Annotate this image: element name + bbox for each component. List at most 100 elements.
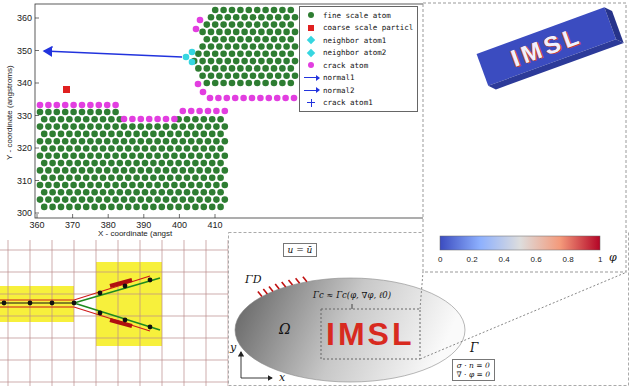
atom	[271, 80, 278, 87]
tick	[35, 148, 39, 149]
atom	[222, 182, 229, 189]
grid-line	[0, 272, 228, 273]
atom	[205, 167, 212, 174]
atom	[70, 182, 77, 189]
atom	[205, 196, 212, 203]
atom	[205, 108, 212, 115]
atom	[209, 145, 216, 152]
atom	[104, 123, 111, 130]
atom	[254, 36, 261, 43]
atom	[233, 58, 240, 65]
atom	[150, 145, 157, 152]
atom	[121, 138, 128, 145]
condition-text: ∇ · φ = 0	[457, 370, 490, 379]
atom	[212, 80, 219, 87]
atom	[257, 95, 264, 102]
atom	[180, 138, 187, 145]
atom	[292, 58, 299, 65]
atom	[225, 29, 232, 36]
grid-line	[0, 250, 228, 251]
atom	[133, 131, 140, 138]
atom	[267, 14, 274, 21]
dirichlet-hatch	[258, 292, 262, 297]
atom	[146, 138, 153, 145]
atom	[138, 153, 145, 160]
atom	[209, 116, 216, 123]
atom	[180, 196, 187, 203]
atom	[142, 204, 149, 211]
atom	[201, 204, 208, 211]
atom	[150, 189, 157, 196]
axis-tick-label: 410	[208, 220, 223, 230]
atom	[199, 72, 206, 79]
atom	[112, 123, 119, 130]
atom	[37, 182, 44, 189]
atom	[212, 51, 219, 58]
atom	[213, 108, 220, 115]
atom	[200, 89, 207, 96]
atom	[83, 131, 90, 138]
atom	[104, 138, 111, 145]
atom	[222, 138, 229, 145]
legend-row: normal1	[303, 72, 413, 85]
atom	[215, 95, 222, 102]
atom	[154, 167, 161, 174]
atom	[62, 153, 69, 160]
tick	[108, 214, 109, 218]
figure-label: 0.6	[531, 255, 542, 264]
atom	[83, 189, 90, 196]
atom	[66, 160, 73, 167]
atom	[220, 51, 227, 58]
atom	[229, 7, 236, 14]
crack-node	[72, 301, 77, 306]
atom	[250, 72, 257, 79]
atom	[129, 153, 136, 160]
atom	[229, 36, 236, 43]
atom	[112, 102, 119, 109]
atom	[205, 153, 212, 160]
figure-label: 0	[438, 255, 442, 264]
atom	[87, 182, 94, 189]
crack-node	[2, 301, 7, 306]
atom	[196, 138, 203, 145]
atom	[66, 116, 73, 123]
atom	[193, 26, 200, 33]
atom	[254, 7, 261, 14]
atom	[205, 182, 212, 189]
figure-label: Ω	[279, 321, 291, 337]
atom	[192, 189, 199, 196]
atom	[125, 174, 132, 181]
atom	[205, 123, 212, 130]
axis-tick-label: 360	[30, 220, 45, 230]
atom	[159, 189, 166, 196]
atom	[91, 189, 98, 196]
tick	[179, 214, 180, 218]
atom	[54, 182, 61, 189]
atom	[112, 196, 119, 203]
atom	[96, 153, 103, 160]
atom	[125, 131, 132, 138]
atom	[217, 116, 224, 123]
legend-row: normal2	[303, 84, 413, 97]
atom	[196, 153, 203, 160]
atom	[175, 160, 182, 167]
atom	[87, 196, 94, 203]
atom	[199, 58, 206, 65]
atom	[45, 153, 52, 160]
atom	[262, 36, 269, 43]
atom	[58, 116, 65, 123]
atom	[154, 182, 161, 189]
atom	[180, 108, 187, 115]
dirichlet-hatch	[303, 277, 307, 282]
legend-text: normal2	[323, 86, 355, 95]
atom	[112, 153, 119, 160]
atom	[49, 131, 56, 138]
atom	[112, 182, 119, 189]
grid-line	[0, 360, 228, 361]
axis-ticks	[35, 18, 215, 218]
atom	[104, 182, 111, 189]
atom	[175, 131, 182, 138]
atom	[184, 160, 191, 167]
plot-frame	[35, 4, 455, 218]
